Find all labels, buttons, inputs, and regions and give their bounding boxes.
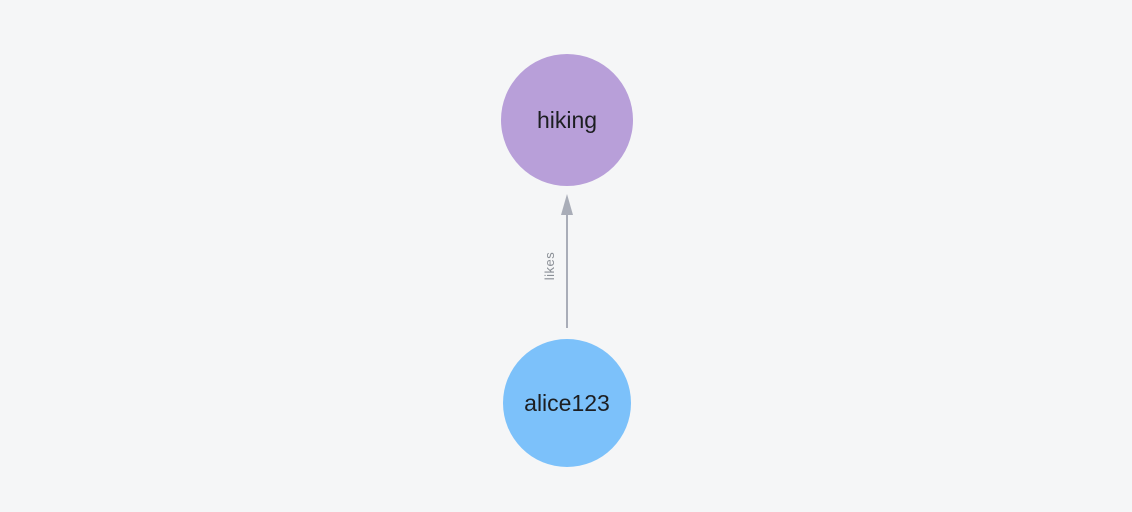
node-hiking-circle — [501, 54, 633, 186]
node-hiking[interactable]: hiking — [501, 54, 633, 186]
edge-likes[interactable]: likes — [542, 194, 573, 328]
node-alice123[interactable]: alice123 — [503, 339, 631, 467]
node-alice123-label: alice123 — [524, 390, 610, 416]
edge-label: likes — [542, 252, 557, 281]
node-hiking-label: hiking — [537, 107, 597, 133]
edge-arrowhead — [561, 194, 573, 215]
node-alice123-circle — [503, 339, 631, 467]
